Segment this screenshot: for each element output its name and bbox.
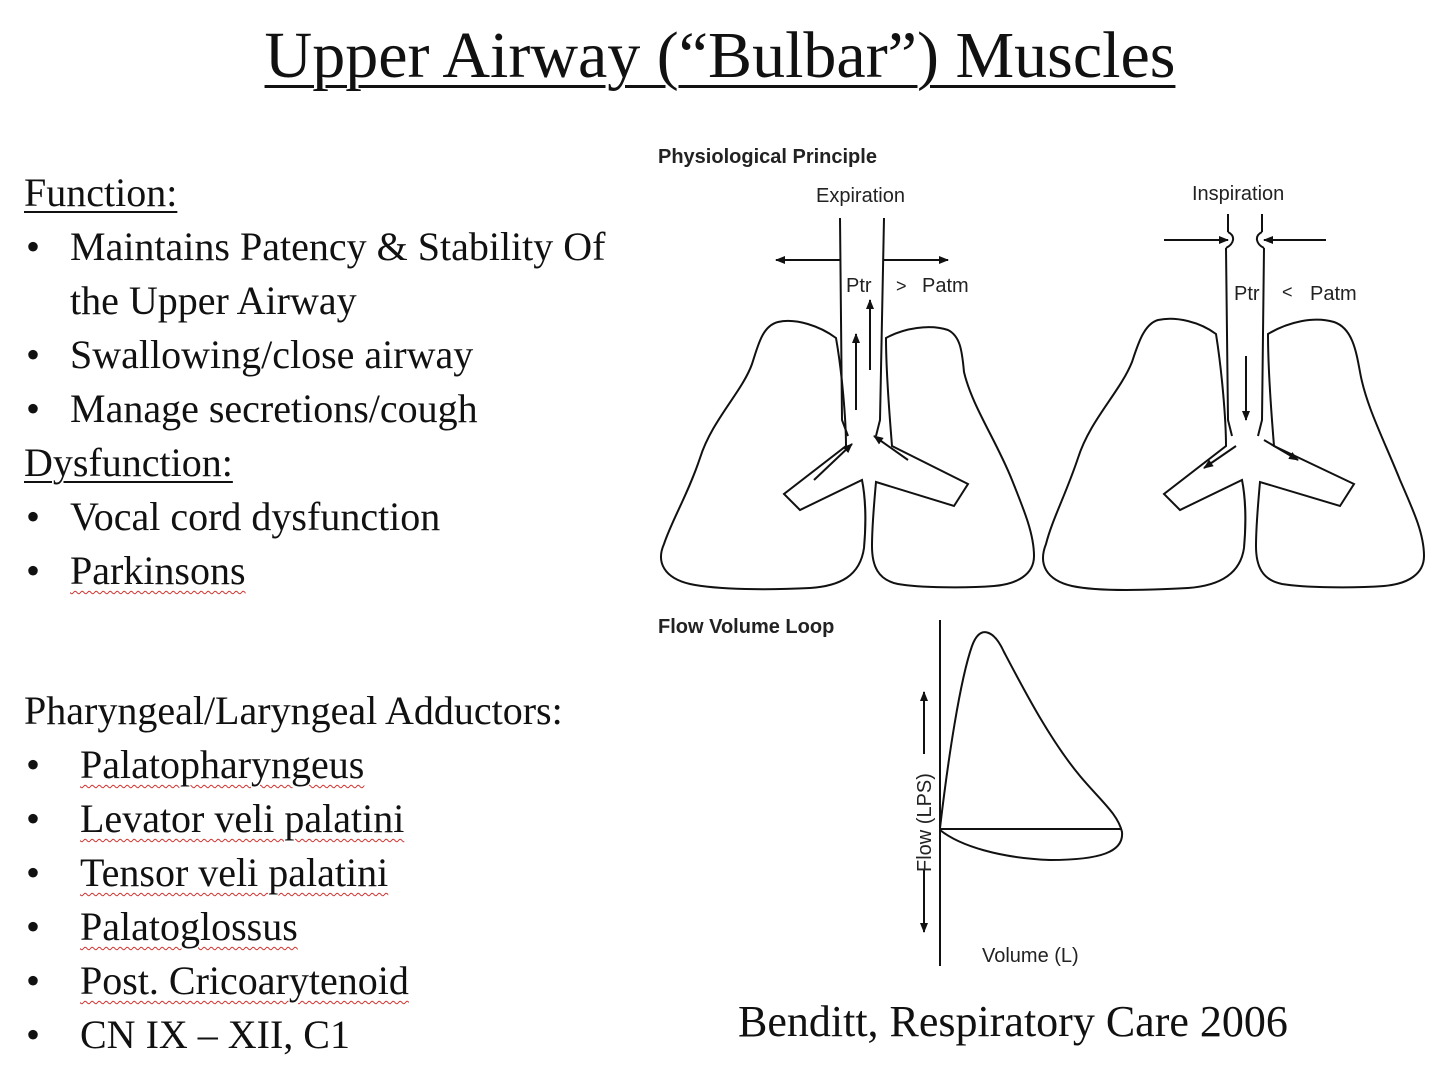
list-item-text: Levator veli palatini [80,796,405,841]
expiration-lungs [660,217,1036,591]
dysfunction-list: Vocal cord dysfunction Parkinsons [24,490,664,598]
inspiration-lungs [1042,214,1426,591]
list-item-text: Post. Cricoarytenoid [80,958,409,1003]
citation: Benditt, Respiratory Care 2006 [738,996,1288,1047]
flow-volume-loop-label: Flow Volume Loop [658,616,835,638]
list-item-text: Tensor veli palatini [80,850,389,895]
list-item: Manage secretions/cough [24,382,664,436]
list-item-text: Parkinsons [70,548,246,593]
physiological-principle-label: Physiological Principle [658,146,877,168]
function-heading: Function: [24,170,178,215]
list-item: Levator veli palatini [24,792,664,846]
inspiration-label: Inspiration [1192,183,1284,205]
right-lung-outline [1254,318,1426,589]
left-lung-outline [660,320,867,591]
list-item: Post. Cricoarytenoid [24,954,664,1008]
citation-text: Benditt, Respiratory Care 2006 [738,997,1288,1046]
right-lung-outline [870,326,1036,589]
left-column: Function: Maintains Patency & Stability … [24,166,664,1062]
list-item: Vocal cord dysfunction [24,490,664,544]
ptr-label: Ptr [1234,283,1260,305]
list-item: Parkinsons [24,544,664,598]
list-item: Palatoglossus [24,900,664,954]
downward-arrow [1263,439,1299,461]
list-item: Tensor veli palatini [24,846,664,900]
trachea [839,217,885,437]
dysfunction-heading: Dysfunction: [24,440,233,485]
comparison-operator: > [896,276,907,296]
adductors-heading: Pharyngeal/Laryngeal Adductors: [24,688,563,733]
list-item: Swallowing/close airway [24,328,664,382]
volume-axis-label: Volume (L) [982,945,1079,967]
list-item-text: Palatopharyngeus [80,742,365,787]
flow-volume-loop [920,620,1124,966]
comparison-operator: < [1282,282,1293,302]
list-item-text: Palatoglossus [80,904,298,949]
list-item: Maintains Patency & Stability Of the Upp… [24,220,630,328]
adductors-list: Palatopharyngeus Levator veli palatini T… [24,738,664,1062]
list-item: Palatopharyngeus [24,738,664,792]
patm-label: Patm [1310,283,1357,305]
list-item: CN IX – XII, C1 [24,1008,664,1062]
expiration-label: Expiration [816,185,905,207]
patm-label: Patm [922,275,969,297]
ptr-label: Ptr [846,275,872,297]
function-list: Maintains Patency & Stability Of the Upp… [24,220,664,436]
upward-arrow [873,435,909,461]
downward-arrow [1203,445,1237,469]
left-lung-outline [1042,317,1247,591]
loop-curve [939,631,1124,862]
slide-title: Upper Airway (“Bulbar”) Muscles [264,19,1176,92]
flow-axis-label: Flow (LPS) [914,773,936,872]
upward-arrow [813,443,853,481]
trachea [1225,214,1265,437]
